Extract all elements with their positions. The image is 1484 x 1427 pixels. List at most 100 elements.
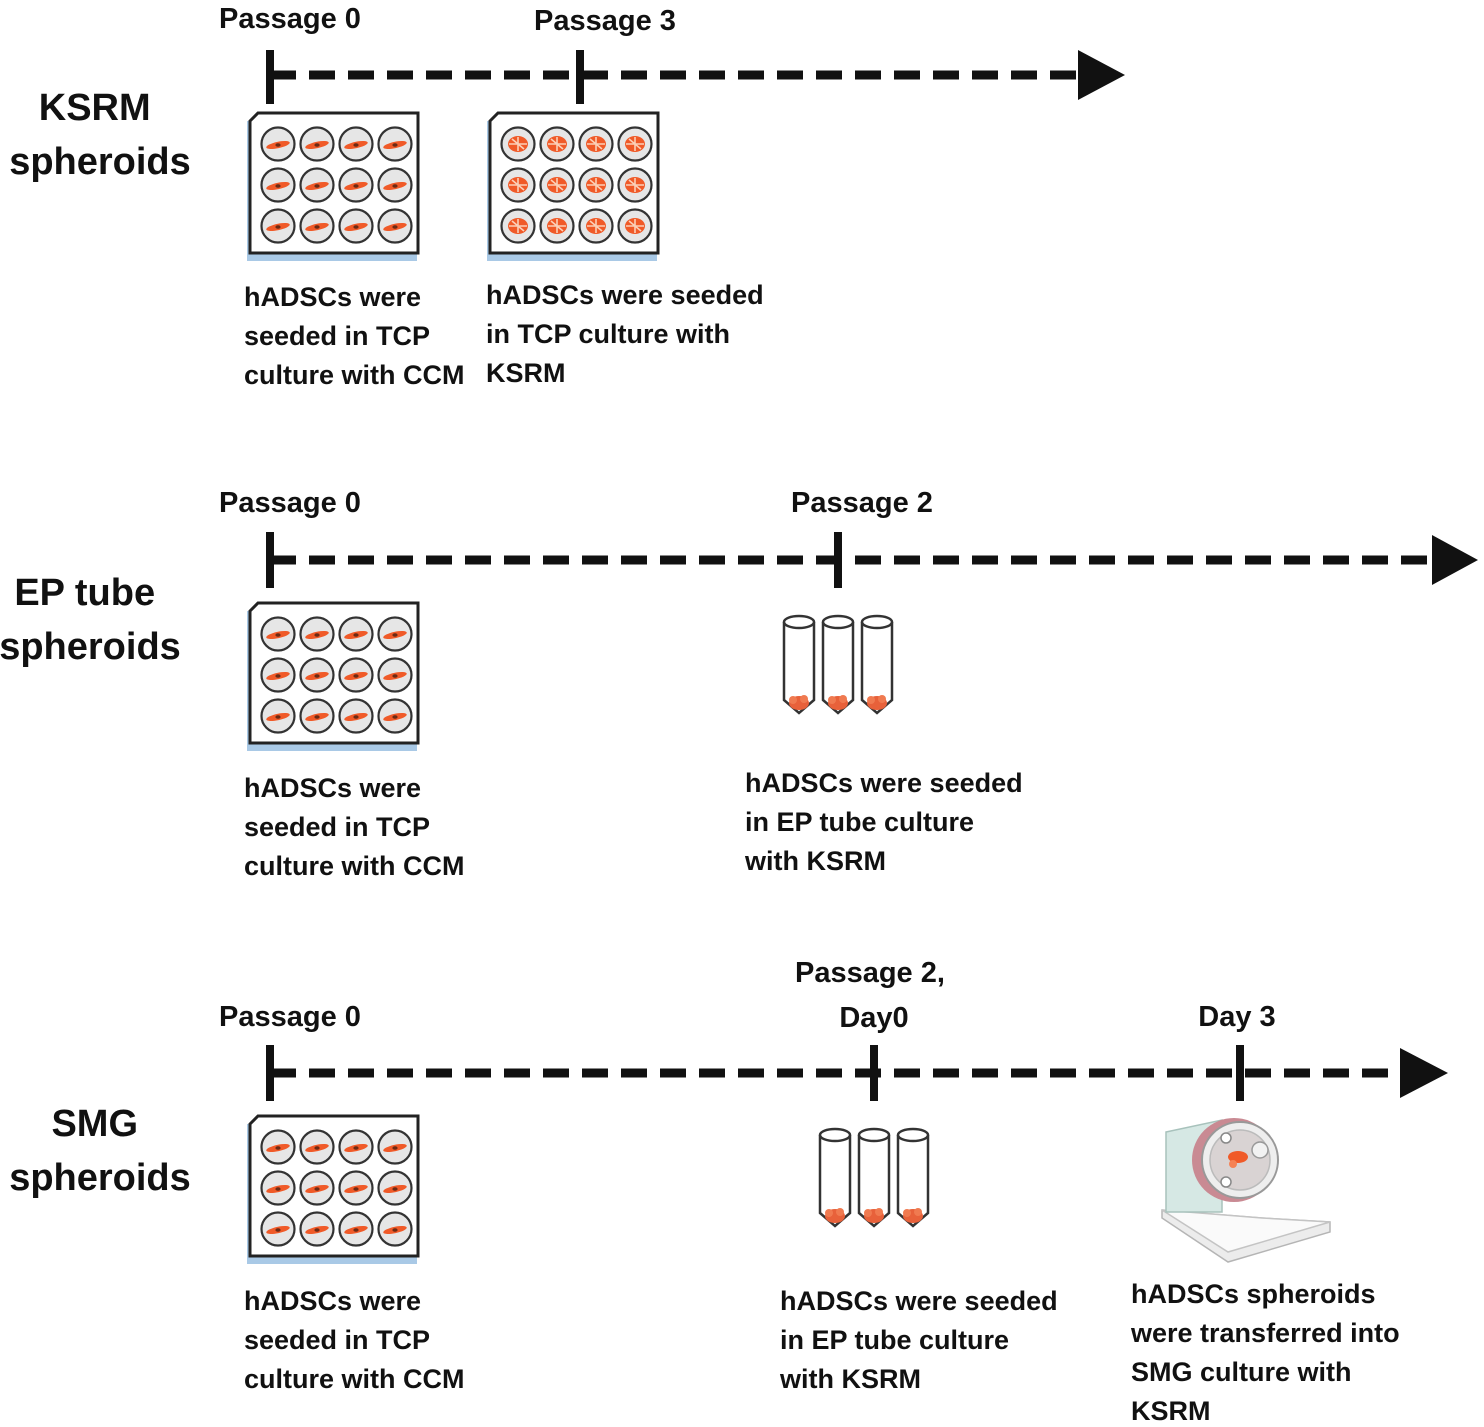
ep-tube: [860, 614, 894, 715]
ep-tube: [821, 614, 855, 715]
cell-cluster: [508, 177, 528, 193]
group-label: EP tube spheroids: [0, 572, 181, 668]
well: [377, 698, 413, 734]
well: [617, 167, 653, 203]
well: [338, 616, 374, 652]
row-ep-tube: EP tube spheroids Passage 0 Passage 2 hA…: [0, 487, 1478, 881]
well: [539, 208, 575, 244]
well: [260, 126, 296, 162]
timeline-axis: [266, 50, 1125, 104]
well: [299, 1211, 335, 1247]
well: [377, 1211, 413, 1247]
well: [260, 657, 296, 693]
tick-label: Passage 2, Day0: [795, 957, 953, 1034]
well: [338, 1129, 374, 1165]
well: [377, 657, 413, 693]
well: [260, 167, 296, 203]
well: [260, 208, 296, 244]
step-caption: hADSCs were seeded in EP tube culture wi…: [744, 768, 1030, 876]
ep-tube: [857, 1127, 891, 1228]
tick-label: Passage 2: [791, 487, 933, 519]
step-caption: hADSCs were seeded in TCP culture with C…: [244, 282, 465, 390]
well: [299, 126, 335, 162]
smg-bioreactor-icon: [1161, 1118, 1331, 1263]
timeline-arrowhead: [1400, 1048, 1448, 1098]
well-plate: [247, 1114, 420, 1264]
ep-tube-set: [818, 1127, 930, 1228]
well: [338, 208, 374, 244]
well: [338, 1170, 374, 1206]
timeline-arrowhead: [1078, 50, 1125, 100]
well: [260, 616, 296, 652]
group-label: SMG spheroids: [9, 1103, 191, 1199]
step-caption: hADSCs were seeded in TCP culture with C…: [244, 1286, 465, 1394]
well: [260, 1211, 296, 1247]
well: [377, 126, 413, 162]
ep-tube: [896, 1127, 930, 1228]
well: [338, 126, 374, 162]
cell-cluster: [625, 177, 645, 193]
well: [377, 167, 413, 203]
step-caption: hADSCs were seeded in EP tube culture wi…: [779, 1286, 1065, 1394]
well: [377, 616, 413, 652]
well: [578, 208, 614, 244]
cell-cluster: [508, 136, 528, 152]
well: [299, 616, 335, 652]
row-smg: SMG spheroids Passage 0 Passage 2, Day0 …: [9, 957, 1448, 1426]
well: [299, 167, 335, 203]
tick-label: Day 3: [1198, 1001, 1275, 1033]
ep-tube: [782, 614, 816, 715]
cell-cluster: [586, 177, 606, 193]
group-label: KSRM spheroids: [9, 87, 191, 183]
ep-tube: [818, 1127, 852, 1228]
well: [260, 698, 296, 734]
cell-cluster: [625, 136, 645, 152]
well: [299, 1170, 335, 1206]
well: [260, 1129, 296, 1165]
tick-label: Passage 0: [219, 3, 361, 35]
well: [578, 167, 614, 203]
cell-cluster: [547, 177, 567, 193]
step-caption: hADSCs were seeded in TCP culture with K…: [486, 280, 771, 388]
well: [377, 208, 413, 244]
cell-cluster: [586, 218, 606, 234]
cell-cluster: [547, 218, 567, 234]
well: [578, 126, 614, 162]
row-ksrm: KSRM spheroids Passage 0 Passage 3 hADSC…: [9, 3, 1125, 390]
well: [338, 698, 374, 734]
well: [299, 1129, 335, 1165]
well: [500, 167, 536, 203]
spheroid: [1229, 1160, 1237, 1168]
well: [500, 208, 536, 244]
well: [500, 126, 536, 162]
timeline-axis: [266, 532, 1478, 588]
well: [338, 1211, 374, 1247]
ep-tube-set: [782, 614, 894, 715]
cell-cluster: [547, 136, 567, 152]
well-plate: [247, 601, 420, 751]
well: [299, 208, 335, 244]
cell-cluster: [586, 136, 606, 152]
well: [539, 126, 575, 162]
well: [299, 698, 335, 734]
well: [338, 167, 374, 203]
cell-cluster: [625, 218, 645, 234]
well-plate: [247, 111, 420, 261]
step-caption: hADSCs were seeded in TCP culture with C…: [244, 773, 465, 881]
well: [377, 1170, 413, 1206]
timeline-axis: [266, 1045, 1448, 1101]
well: [539, 167, 575, 203]
tick-label: Passage 0: [219, 487, 361, 519]
timeline-arrowhead: [1432, 535, 1478, 585]
tick-label: Passage 0: [219, 1001, 361, 1033]
well: [338, 657, 374, 693]
well: [377, 1129, 413, 1165]
well: [299, 657, 335, 693]
well: [260, 1170, 296, 1206]
well: [617, 126, 653, 162]
well-plate: [487, 111, 660, 261]
well: [617, 208, 653, 244]
tick-label: Passage 3: [534, 5, 676, 37]
step-caption: hADSCs spheroids were transferred into S…: [1130, 1279, 1407, 1426]
